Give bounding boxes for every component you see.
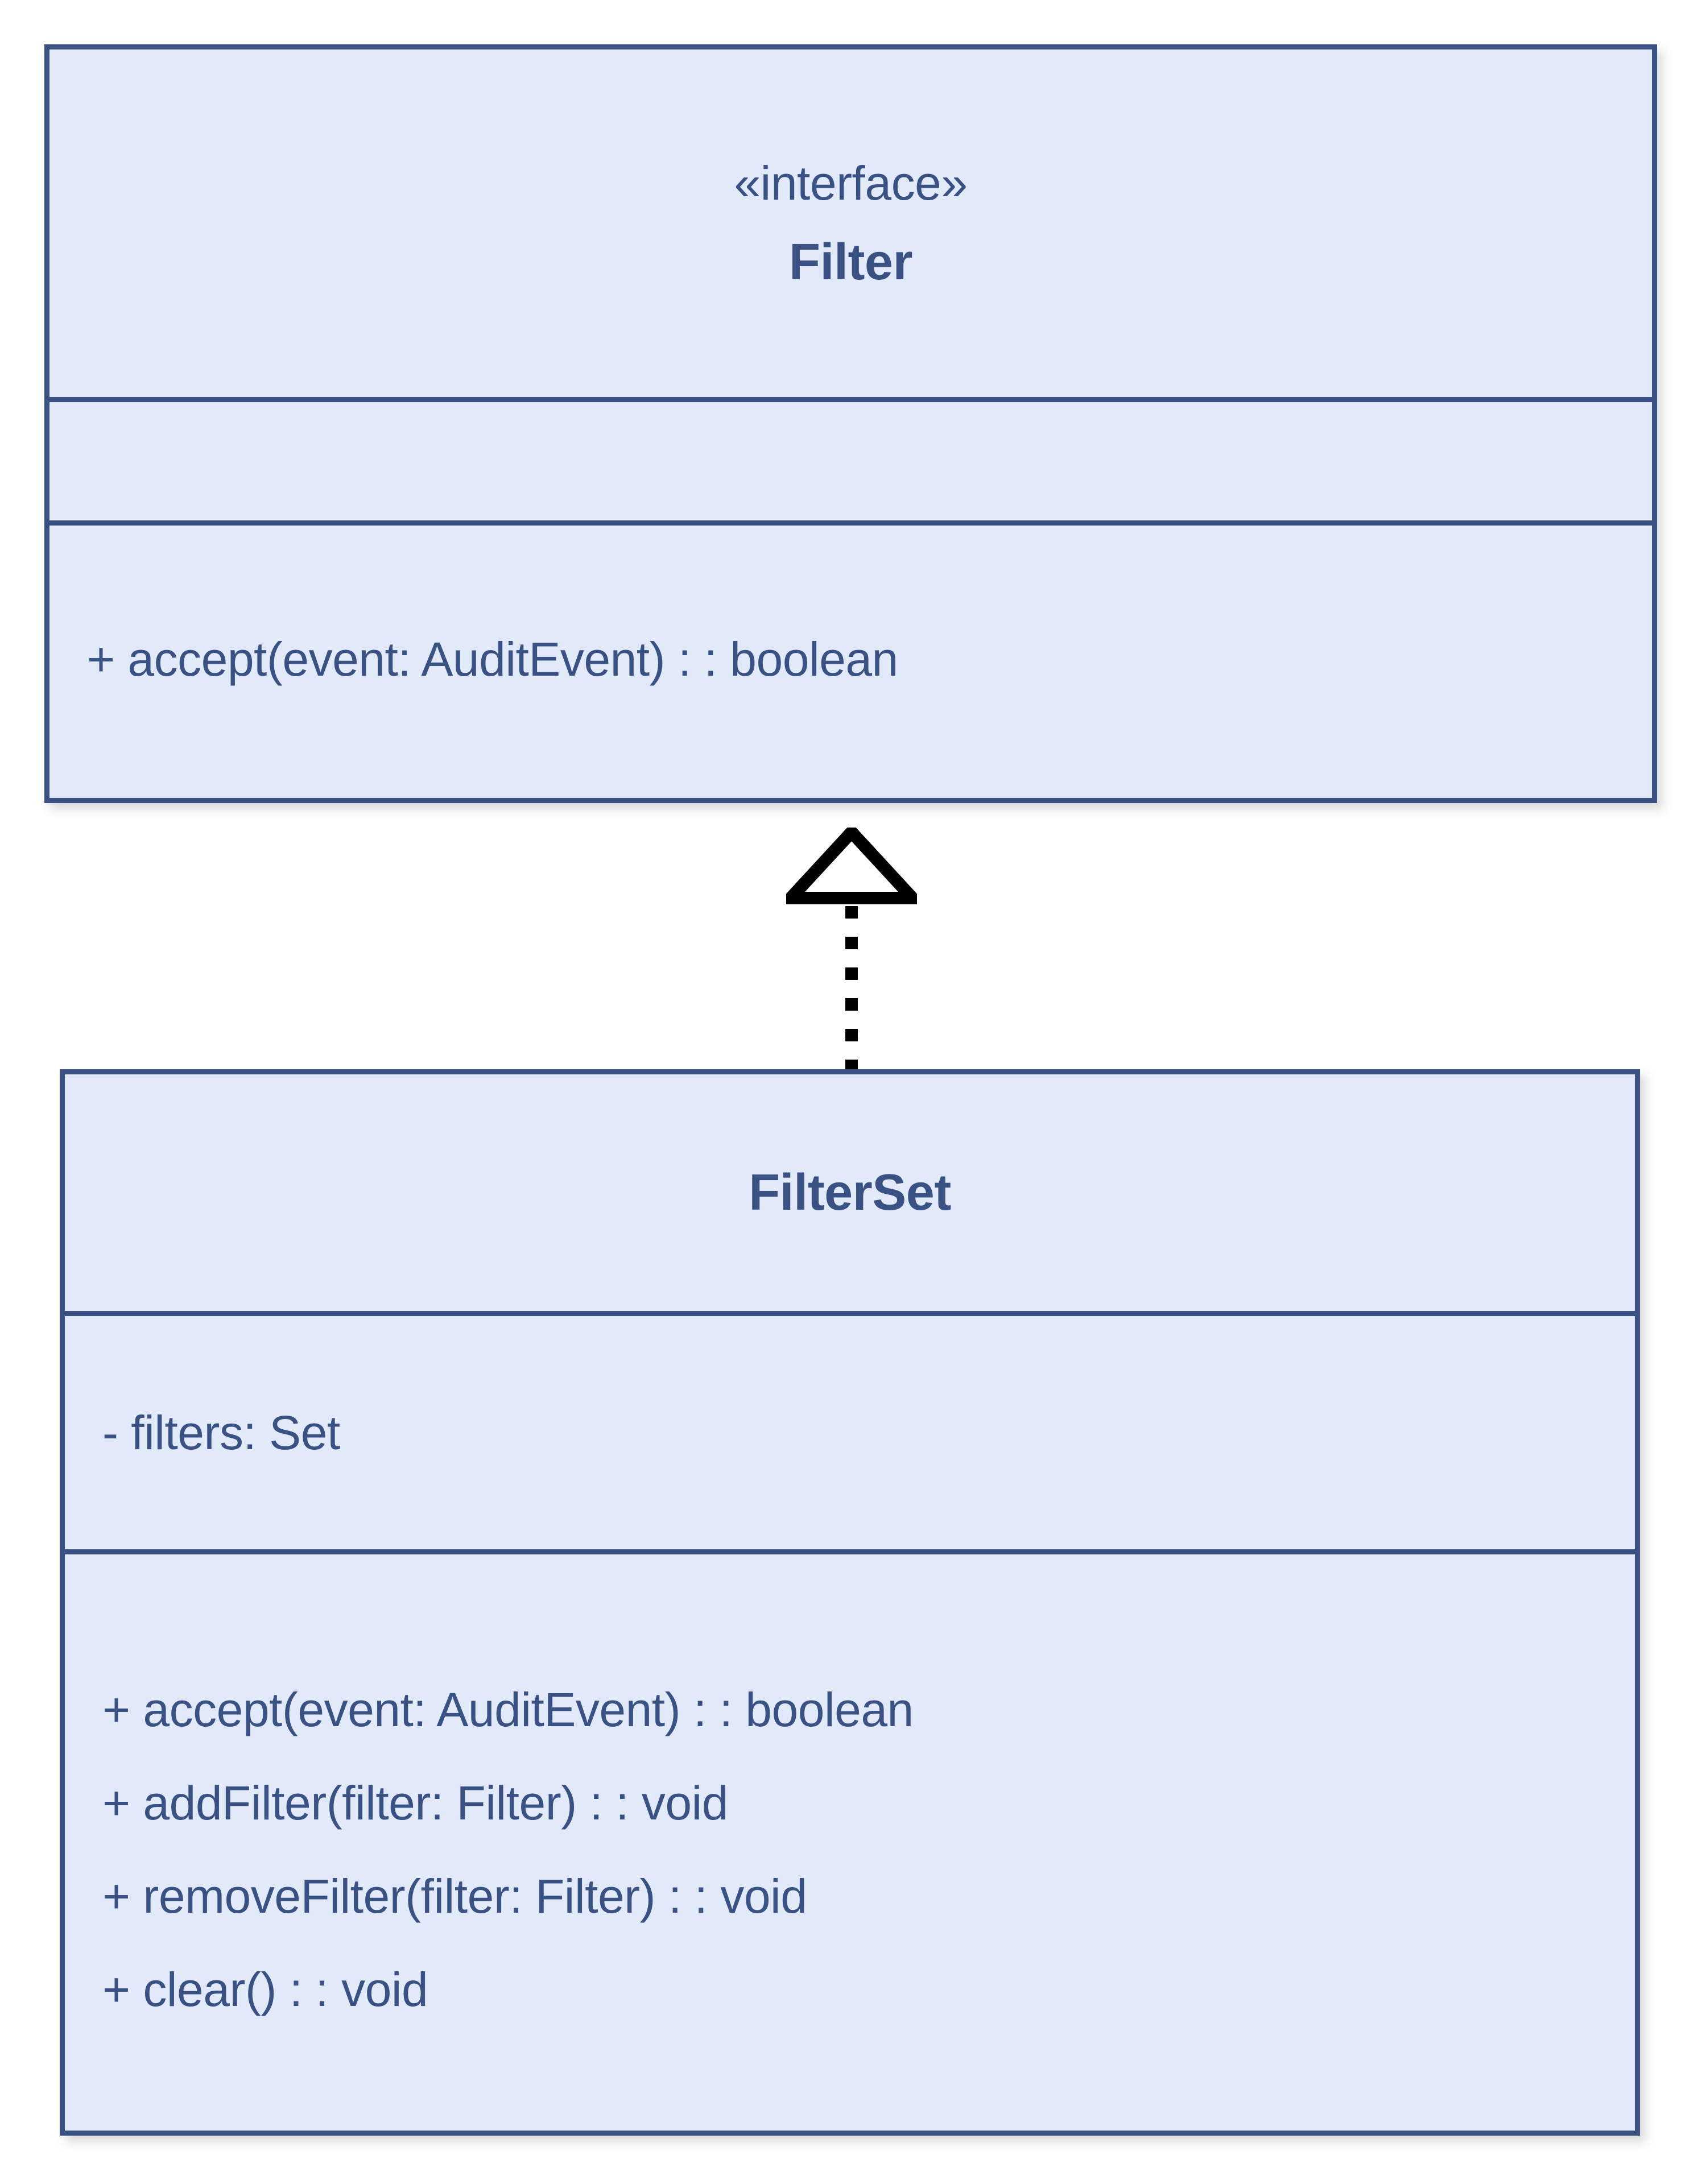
stereotype-label-filter: «interface» (734, 156, 968, 210)
uml-class-filterset[interactable]: FilterSet - filters: Set + accept(event:… (60, 1069, 1640, 2136)
uml-class-filter[interactable]: «interface» Filter + accept(event: Audit… (44, 44, 1657, 803)
class-methods-compartment-filter: + accept(event: AuditEvent) : : boolean (49, 520, 1652, 793)
class-attributes-compartment-filter (49, 397, 1652, 520)
class-header-filter: «interface» Filter (49, 49, 1652, 397)
attribute-signature: - filters: Set (102, 1406, 340, 1459)
method-signature: + addFilter(filter: Filter) : : void (102, 1776, 728, 1830)
method-signature: + removeFilter(filter: Filter) : : void (102, 1869, 807, 1923)
class-name-filter: Filter (788, 233, 913, 291)
class-methods-compartment-filterset: + accept(event: AuditEvent) : : boolean … (65, 1549, 1635, 2125)
class-title-block-filter: «interface» Filter (734, 156, 968, 291)
hollow-triangle-arrowhead (786, 828, 917, 904)
class-header-filterset: FilterSet (65, 1074, 1635, 1311)
class-attributes-compartment-filterset: - filters: Set (65, 1311, 1635, 1549)
realization-connector-filterset-to-filter[interactable] (786, 828, 917, 1073)
method-signature: + clear() : : void (102, 1963, 428, 2016)
method-signature: + accept(event: AuditEvent) : : boolean (87, 632, 898, 686)
class-name-filterset: FilterSet (749, 1164, 951, 1221)
method-signature: + accept(event: AuditEvent) : : boolean (102, 1683, 914, 1736)
